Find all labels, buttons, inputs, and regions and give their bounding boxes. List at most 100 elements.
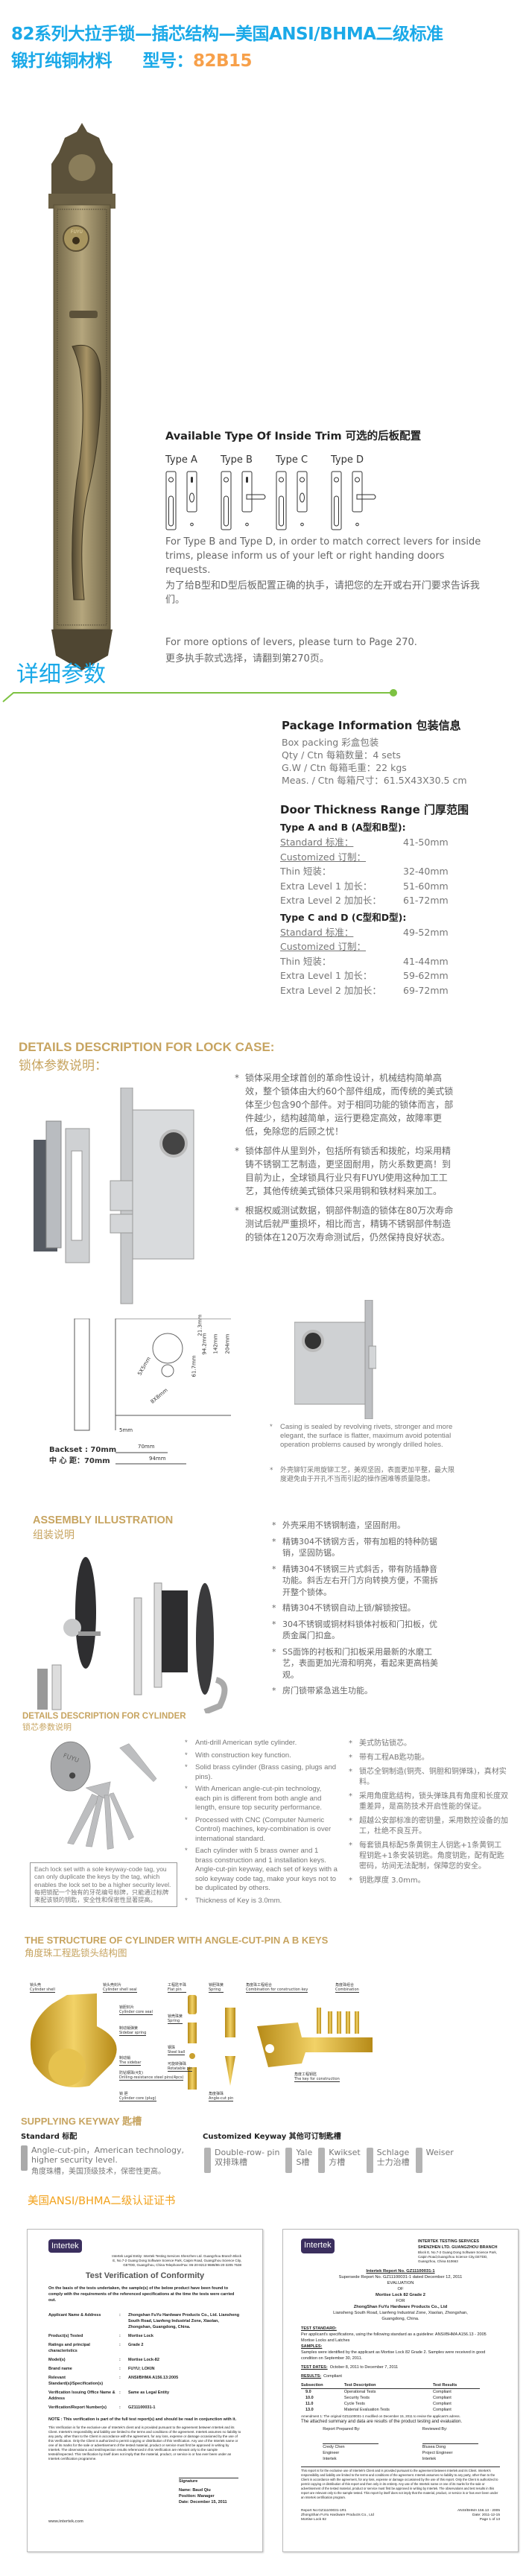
- backset-cn: 中 心 距：70mm: [49, 1457, 110, 1465]
- label-cn: 锁头壳: [30, 1983, 42, 1987]
- row-label: Thin 短装：: [280, 955, 332, 967]
- standard-value: 41-50mm: [403, 837, 449, 848]
- cert-field: Model(s):Mortise Lock-82: [48, 2357, 241, 2363]
- assembly-bullet: 精铸304不锈钢自动上锁/解锁按钮。: [272, 1602, 443, 1614]
- structure-label: 防钻钢珠(4支)Drilling-resistance steel pins(4…: [119, 2071, 184, 2081]
- row-value: 32-40mm: [403, 866, 449, 877]
- keyway-standard-en: Angle-cut-pin，American technology, highe…: [31, 2145, 185, 2165]
- row-label: Extra Level 1 加长：: [280, 970, 373, 981]
- cert-field: Verification/Report Number(s):GZ11100031…: [48, 2405, 241, 2411]
- test-dates: TEST DATES: October 8, 2011 to December …: [301, 2364, 500, 2370]
- thickness-row: Extra Level 1 加长：59-62mm: [280, 968, 519, 983]
- client: ZhongShan FuYu Hardware Products Co., Lt…: [353, 2305, 448, 2309]
- sign-position: Position: Manager: [179, 2494, 215, 2499]
- keyway-profile-icon: [21, 2145, 28, 2171]
- field-label: Ratings and principal characteristics: [48, 2343, 90, 2353]
- field-label: Brand name: [48, 2367, 72, 2371]
- row-label: Extra Level 2 加加长：: [280, 984, 381, 996]
- lock-case-technical-drawing: [74, 1319, 231, 1465]
- assembly-bullets: 外壳采用不锈钢制造，坚固耐用。精铸304不锈钢方舌，带有加粗的特种防锯销，坚固防…: [272, 1520, 443, 1701]
- trim-note-cn: 为了给B型和D型后板配置正确的执手，请把您的左开或右开门要求告诉我们。: [165, 580, 480, 606]
- label-en: Cylinder shell: [30, 1987, 55, 1992]
- results: RESULTS: Compliant: [301, 2373, 500, 2379]
- signatory-line: Credy Chen: [323, 2445, 345, 2449]
- report-disclaimer: This report is for the exclusive use of …: [301, 2466, 500, 2500]
- for: FOR: [396, 2299, 405, 2303]
- summary: The attached summary and data are result…: [301, 2420, 463, 2424]
- trim-type-diagram-icon: [331, 471, 376, 530]
- trim-type-diagram-icon: [221, 471, 266, 530]
- label-en: Spring: [209, 1987, 221, 1992]
- report-number: Intertek Report No. GZ11100031-1: [366, 2269, 435, 2274]
- field-label: Applicant Name & Address: [48, 2313, 101, 2318]
- customized-label: Customized 订制：: [280, 941, 367, 952]
- label-en: The sidebar: [119, 2061, 142, 2065]
- footer-line: Page 1 of 13: [479, 2518, 500, 2522]
- table-cell: Material Evaluation Tests: [343, 2408, 390, 2412]
- evaluation: EVALUATION: [387, 2281, 414, 2285]
- assembly-bullet: 外壳采用不锈钢制造，坚固耐用。: [272, 1520, 443, 1532]
- thickness-row: Customized 订制：: [280, 939, 519, 954]
- field-label: Relevant Standard(s)/Specification(s): [48, 2376, 104, 2386]
- of: OF: [397, 2287, 404, 2291]
- casing-note-cn-text: 外壳铆钉采用旋铆工艺，美观坚固，表面更加平整，最大限度避免由于开孔不当而引起的操…: [270, 1466, 456, 1484]
- label-en: Flat pin: [168, 1987, 182, 1992]
- label-cn: 钢珠: [168, 2046, 176, 2050]
- cylinder-heading-en: DETAILS DESCRIPTION FOR CYLINDER: [22, 1712, 186, 1721]
- assembly-bullet: 精铸304不锈钢三片式斜舌，带有防插静音功能。斜舌左右开门方向转换方便，不需拆开…: [272, 1564, 443, 1599]
- field-value: Mortise Lock-82: [128, 2358, 159, 2362]
- signatory-line: Intertek: [422, 2457, 437, 2461]
- amendment: Amendment 1: The original GZ11100031-1 m…: [301, 2414, 460, 2418]
- field-colon: :: [119, 2313, 121, 2318]
- supersede: Supersede Report No. GZ11100031-1 dated …: [338, 2275, 463, 2280]
- more-levers-cn: 更多执手款式选择，请翻到第270页。: [165, 653, 329, 664]
- label-cn: 防钻钢珠(4支): [119, 2071, 144, 2075]
- signatory-line: Blusea Dong: [422, 2445, 446, 2449]
- model-label: 型号：: [142, 51, 194, 71]
- lock-case-heading-en: DETAILS DESCRIPTION FOR LOCK CASE:: [19, 1040, 275, 1054]
- field-colon: :: [119, 2367, 121, 2371]
- label-en: Cylinder core (plug): [119, 2096, 156, 2101]
- table-cell: Compliant: [432, 2402, 452, 2406]
- keyway-standard-text: Angle-cut-pin，American technology, highe…: [31, 2145, 196, 2177]
- dim-142mm: 142mm: [212, 1333, 219, 1354]
- thickness-row: Standard 标准：49-52mm: [280, 925, 519, 940]
- field-colon: :: [119, 2405, 121, 2410]
- signatory-label: Reviewed By:: [422, 2427, 448, 2431]
- samples-text: Samples were identified by the applicant…: [301, 2350, 486, 2361]
- client-address: Liansheng South Road, Lianfeng Industria…: [333, 2311, 468, 2321]
- keyway-name-en: Double-row- pin: [215, 2148, 280, 2157]
- cylinder-bullet-en: Anti-drill American sytle cylinder.: [185, 1739, 338, 1748]
- keyway-profile-icon: [415, 2148, 422, 2173]
- field-label: Verification/Report Number(s): [48, 2405, 107, 2410]
- row-label: Extra Level 1 加长：: [280, 880, 373, 892]
- package-line: Meas. / Ctn 每箱尺寸：61.5X43X30.5 cm: [282, 775, 467, 786]
- keyway-standard-cn: 角度珠槽，美国顶级技术，保密性更高。: [31, 2168, 165, 2176]
- thickness-row: Extra Level 1 加长：51-60mm: [280, 879, 519, 894]
- row-label: Thin 短装：: [280, 866, 332, 877]
- page-title-line1: 82系列大拉手锁—插芯结构—美国ANSI/BHMA二级标准: [11, 25, 443, 44]
- signature-line: [422, 2432, 478, 2444]
- assembly-bullet: 精铸304不锈钢方舌，带有加粗的特种防锯销，坚固防锯。: [272, 1536, 443, 1559]
- casing-note-en: Casing is sealed by revolving rivets, st…: [270, 1423, 456, 1450]
- table-cell: 9.0: [305, 2390, 311, 2394]
- lock-case-bullet: 锁体部件从里到外，包括所有锁舌和拨舵，均采用精铸不锈钢工艺制造，更坚固耐用，防火…: [235, 1144, 458, 1198]
- footer-line: Mortise Lock 82: [301, 2518, 326, 2522]
- product: Mortise Lock 82 Grade 2: [375, 2293, 425, 2297]
- label-cn: 锁胆珠簧: [209, 1983, 224, 1987]
- detail-params-heading: 详细参数: [16, 662, 106, 688]
- lock-case-bullet: 锁体采用全球首创的革命性设计，机械结构简单高效，整个锁体由大约60个部件组成，而…: [235, 1071, 458, 1138]
- cylinder-bullet-en: Thickness of Key is 3.0mm.: [185, 1897, 338, 1906]
- label-cn: 工程匙平珠: [168, 1983, 187, 1987]
- row-label: Extra Level 2 加加长：: [280, 895, 381, 906]
